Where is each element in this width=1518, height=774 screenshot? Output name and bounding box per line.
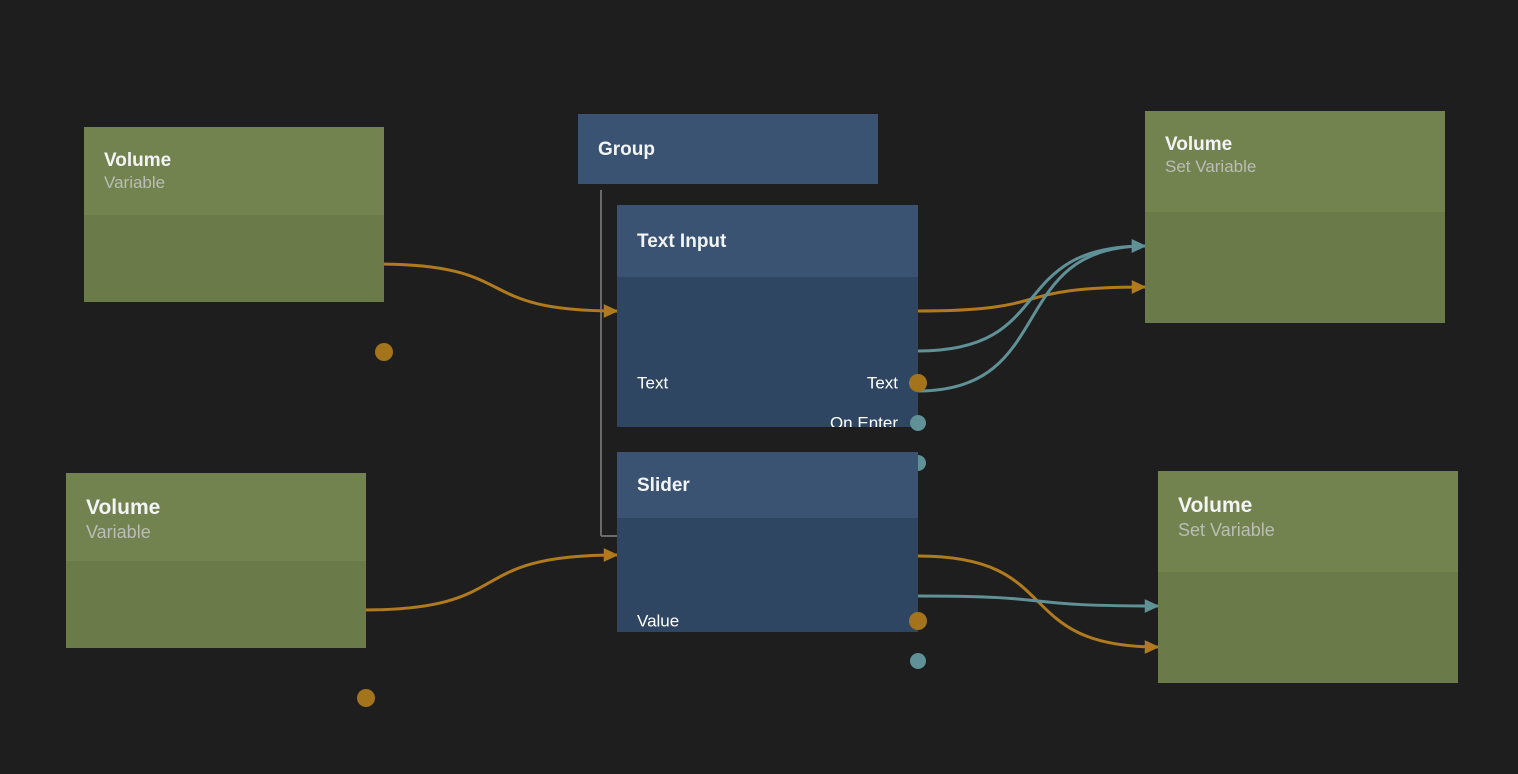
node-subtitle: Variable: [86, 521, 151, 542]
node-title: Text Input: [637, 231, 727, 253]
node-slider[interactable]: SliderValueChanged: [617, 452, 918, 632]
edge-edge-slider-value-to-set-value[interactable]: [916, 554, 1160, 654]
edge-edge-on-enter-to-do[interactable]: [916, 239, 1147, 353]
node-title: Volume: [104, 150, 172, 171]
node-subtitle: Set Variable: [1165, 157, 1257, 177]
node-header-group[interactable]: Group: [578, 114, 878, 184]
edge-edge-volume-top-to-text-input[interactable]: [373, 262, 619, 318]
input-port-value[interactable]: Value: [637, 611, 680, 631]
node-title: Volume: [1165, 134, 1233, 155]
edge-edge-text-out-to-set-value[interactable]: [916, 280, 1147, 313]
output-port-text[interactable]: Text: [866, 373, 898, 393]
pin-out-text[interactable]: [909, 374, 927, 392]
node-subtitle: Set Variable: [1178, 519, 1275, 540]
node-title: Volume: [1178, 494, 1253, 517]
node-group[interactable]: Group: [578, 114, 878, 184]
node-volume-variable-top[interactable]: VolumeVariableValue: [84, 127, 384, 302]
node-header-text-input[interactable]: Text Input: [617, 205, 918, 277]
output-port-on-enter[interactable]: On Enter: [829, 413, 898, 428]
pin-out-value[interactable]: [909, 612, 927, 630]
node-title: Volume: [86, 496, 161, 519]
edge-edge-volume-bottom-to-slider[interactable]: [360, 548, 619, 612]
pin-out-value[interactable]: [375, 343, 393, 361]
node-subtitle: Variable: [104, 173, 166, 193]
node-body-slider: ValueChanged: [617, 518, 918, 632]
node-body-volume-variable-top: Value: [84, 215, 384, 302]
node-title: Slider: [637, 475, 690, 497]
node-header-slider[interactable]: Slider: [617, 452, 918, 518]
node-body-volume-set-top: DoValue: [1145, 212, 1445, 323]
node-body-volume-variable-bottom: Value: [66, 561, 366, 648]
node-body-volume-set-bottom: DoValue: [1158, 572, 1458, 683]
pin-out-changed[interactable]: [910, 653, 926, 669]
edge-edge-changed-to-do[interactable]: [916, 594, 1160, 613]
pin-out-on-enter[interactable]: [910, 415, 926, 431]
node-title: Group: [598, 139, 655, 161]
node-volume-variable-bottom[interactable]: VolumeVariableValue: [66, 473, 366, 648]
input-port-text[interactable]: Text: [637, 373, 669, 393]
pin-out-value[interactable]: [357, 689, 375, 707]
edge-edge-blurred-to-do[interactable]: [916, 239, 1147, 393]
